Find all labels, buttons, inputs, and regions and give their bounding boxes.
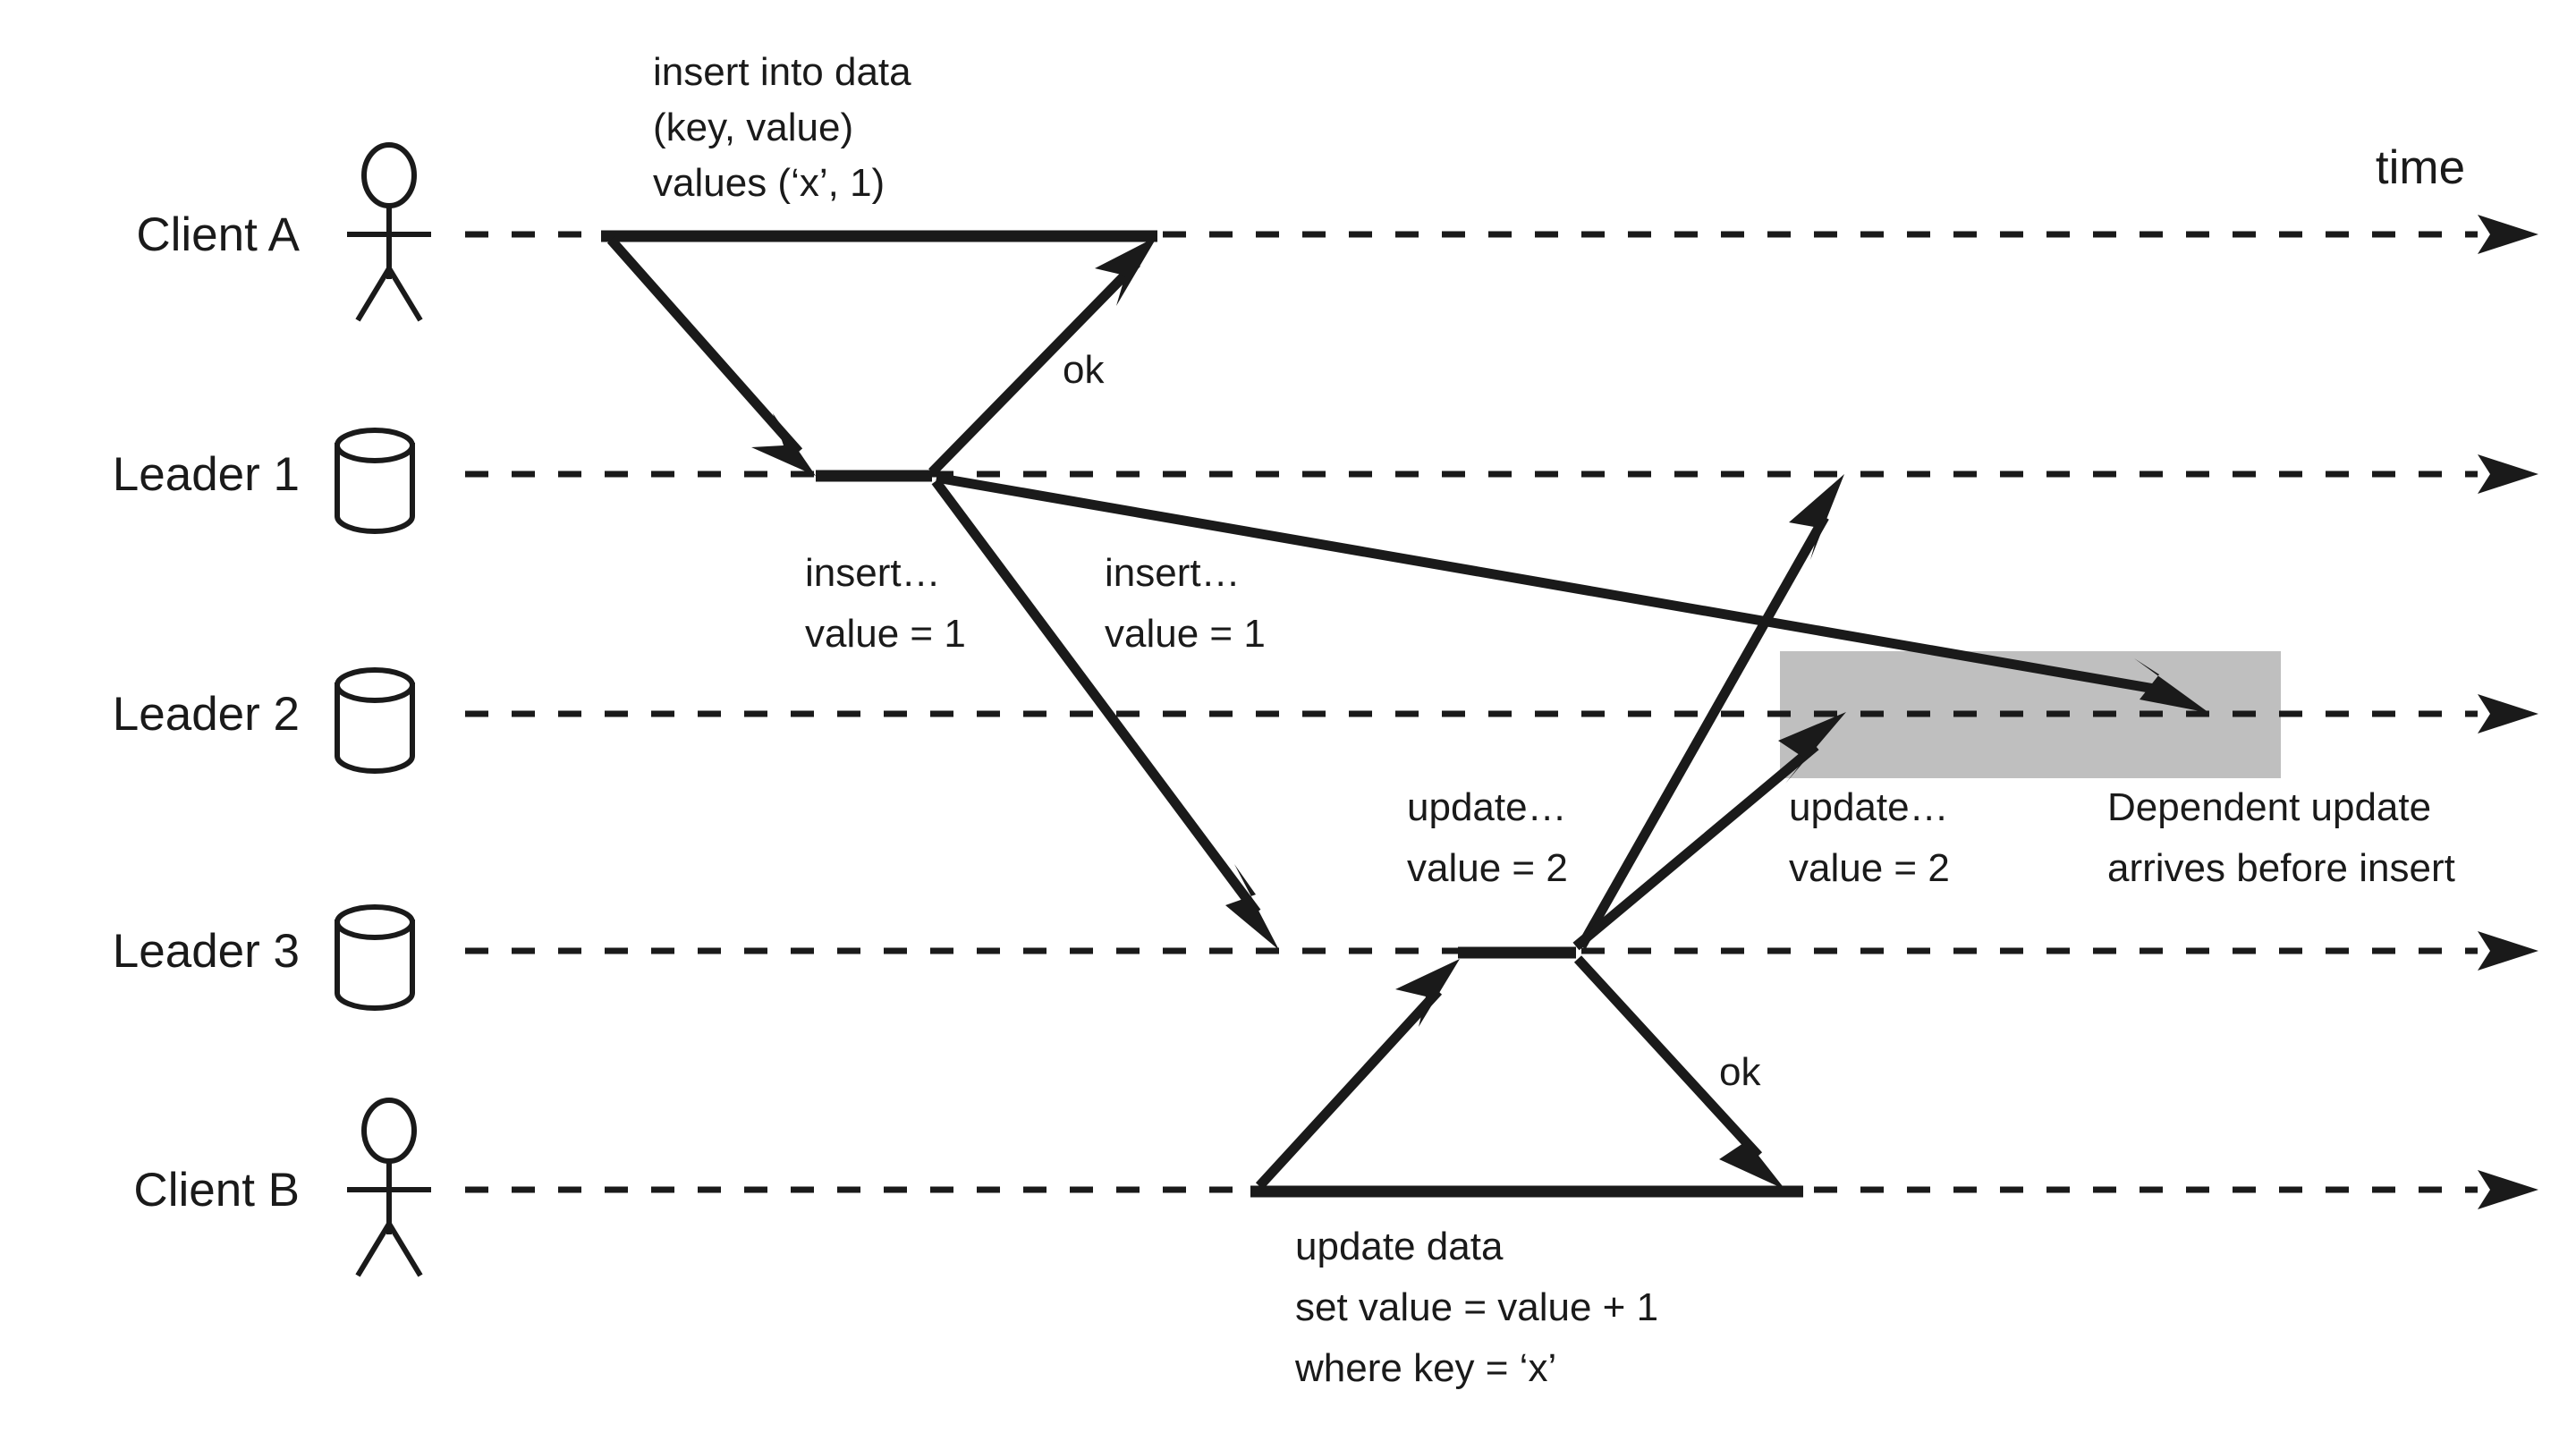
message-label-ok-leader-1: ok (1063, 348, 1105, 392)
message-arrow-client-b-to-leader-3 (1255, 959, 1460, 1190)
message-arrow-leader-1-to-leader-3 (931, 478, 1279, 950)
message-label-update-replication-1: update… value = 2 (1407, 785, 1568, 890)
message-arrow-leader-3-to-leader-2 (1572, 712, 1846, 951)
database-cylinder-icon-leader-3 (335, 904, 415, 1011)
lifeline-arrowhead-client-b (2478, 1170, 2538, 1209)
insert-request-line-1: insert into data (653, 50, 911, 94)
insert-repl-1-line-1: insert… (805, 551, 941, 595)
update-repl-1-line-1: update… (1407, 785, 1567, 829)
annotation-line-1: Dependent update (2107, 785, 2431, 829)
actor-stick-figure-icon-client-b (347, 1098, 431, 1277)
update-request-line-3: where key = ‘x’ (1294, 1346, 1556, 1390)
lifeline-arrowhead-client-a (2478, 215, 2538, 254)
message-label-update-replication-2: update… value = 2 (1789, 785, 1950, 890)
insert-repl-2-line-2: value = 1 (1105, 612, 1266, 656)
insert-request-line-2: (key, value) (653, 106, 853, 149)
message-arrow-leader-1-to-leader-2 (936, 472, 2209, 713)
message-label-update-request: update data set value = value + 1 where … (1294, 1225, 1658, 1390)
insert-repl-2-line-1: insert… (1105, 551, 1241, 595)
conflict-annotation: Dependent update arrives before insert (2107, 785, 2455, 890)
message-label-ok-leader-3: ok (1719, 1050, 1761, 1094)
message-arrow-leader-3-to-client-b-ok (1573, 955, 1785, 1190)
message-arrow-client-a-to-leader-1 (606, 236, 816, 476)
insert-request-line-3: values (‘x’, 1) (653, 161, 885, 205)
database-cylinder-icon-leader-1 (335, 428, 415, 534)
message-label-insert-replication-2: insert… value = 1 (1105, 551, 1266, 656)
participant-label-client-a: Client A (136, 208, 300, 261)
update-repl-2-line-1: update… (1789, 785, 1949, 829)
message-label-insert-replication-1: insert… value = 1 (805, 551, 966, 656)
actor-stick-figure-icon-client-a (347, 142, 431, 322)
message-arrow-leader-1-to-client-a-ok (928, 236, 1157, 476)
update-request-line-2: set value = value + 1 (1295, 1285, 1658, 1329)
lifeline-arrowhead-leader-3 (2478, 931, 2538, 971)
message-arrow-leader-3-to-leader-1 (1577, 474, 1844, 949)
lifeline-arrowhead-leader-2 (2478, 694, 2538, 733)
database-cylinder-icon-leader-2 (335, 667, 415, 774)
participant-label-client-b: Client B (133, 1164, 300, 1217)
annotation-line-2: arrives before insert (2107, 846, 2455, 890)
time-axis-label: time (2376, 141, 2465, 194)
message-label-insert-request: insert into data (key, value) values (‘x… (653, 50, 911, 205)
participant-label-leader-1: Leader 1 (113, 448, 300, 501)
lifeline-arrowhead-leader-1 (2478, 454, 2538, 494)
update-repl-2-line-2: value = 2 (1789, 846, 1950, 890)
insert-repl-1-line-2: value = 1 (805, 612, 966, 656)
update-request-line-1: update data (1295, 1225, 1504, 1268)
update-repl-1-line-2: value = 2 (1407, 846, 1568, 890)
participant-label-leader-3: Leader 3 (113, 925, 300, 978)
participant-label-leader-2: Leader 2 (113, 688, 300, 741)
